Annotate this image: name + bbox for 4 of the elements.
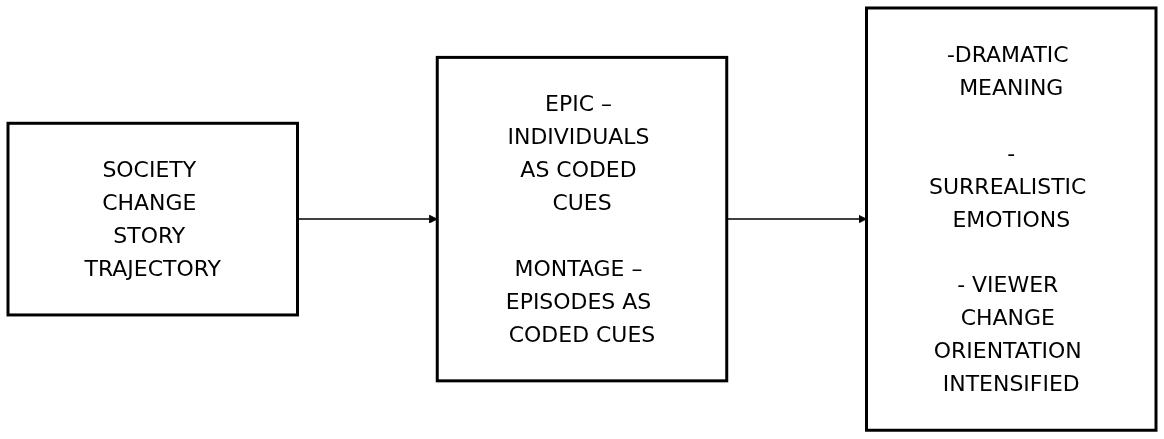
node-box: -DRAMATIC MEANING -SURREALISTIC EMOTIONS - VIEWER CHANGE ORIENTATION INTENSIFIED — [865, 6, 1158, 433]
node-box: SOCIETY CHANGE STORY TRAJECTORY — [6, 122, 299, 317]
arrow — [726, 215, 867, 224]
node-box: EPIC – INDIVIDUALS AS CODED CUES MONTAGE – EPISODES AS CODED CUES — [435, 56, 729, 383]
